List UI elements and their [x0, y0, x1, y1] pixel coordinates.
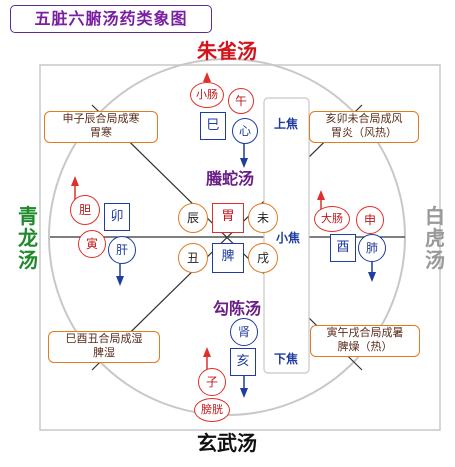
organ-fei: 肺	[358, 234, 386, 262]
jiao-upper: 上焦	[274, 117, 299, 131]
branch-zi: 子	[198, 368, 226, 396]
branch-wu: 午	[228, 88, 254, 114]
branch-chou: 丑	[178, 243, 208, 273]
label-left-qinglong: 青龙汤	[18, 204, 38, 272]
outer-square	[39, 64, 441, 431]
branch-you: 酉	[330, 234, 356, 262]
branch-yin: 寅	[78, 230, 106, 258]
organ-dan: 胆	[70, 195, 100, 225]
jiao-column	[263, 97, 310, 374]
label-right-baihu: 白虎汤	[425, 204, 445, 272]
organ-xin: 心	[232, 118, 258, 144]
organ-pangguang: 膀胱	[194, 398, 230, 422]
organ-xiaochang: 小肠	[190, 82, 224, 108]
jiao-lower: 下焦	[274, 352, 299, 366]
branch-si: 巳	[200, 112, 226, 140]
branch-chen: 辰	[178, 203, 208, 233]
title-box: 五脏六腑汤药类象图	[10, 5, 212, 33]
branch-shen-monkey: 申	[356, 206, 384, 234]
organ-pi: 脾	[212, 243, 244, 273]
note-bottom-left: 巳酉丑合局成湿脾湿	[48, 331, 160, 363]
page-title: 五脏六腑汤药类象图	[34, 9, 188, 28]
note-top-left: 申子辰合局成寒胃寒	[44, 111, 158, 143]
label-gouchen: 勾陈汤	[212, 299, 261, 318]
jiao-middle: 小焦	[276, 231, 301, 245]
label-tengshe: 螣蛇汤	[205, 169, 254, 188]
branch-wei-earth: 未	[248, 203, 278, 233]
branch-mao: 卯	[104, 203, 130, 231]
organ-gan: 肝	[108, 236, 136, 264]
organ-wei: 胃	[212, 203, 244, 233]
label-bottom-xuanwu: 玄武汤	[197, 431, 257, 455]
branch-xu: 戌	[248, 243, 278, 273]
note-top-right: 亥卯未合局成风胃炎（风热）	[309, 111, 419, 143]
organ-dachang: 大肠	[314, 206, 350, 232]
branch-hai: 亥	[230, 348, 256, 376]
organ-shen: 肾	[230, 318, 258, 346]
note-bottom-right: 寅午戌合局成暑脾燥（热）	[310, 325, 420, 357]
label-top-zhuque: 朱雀汤	[197, 39, 257, 63]
